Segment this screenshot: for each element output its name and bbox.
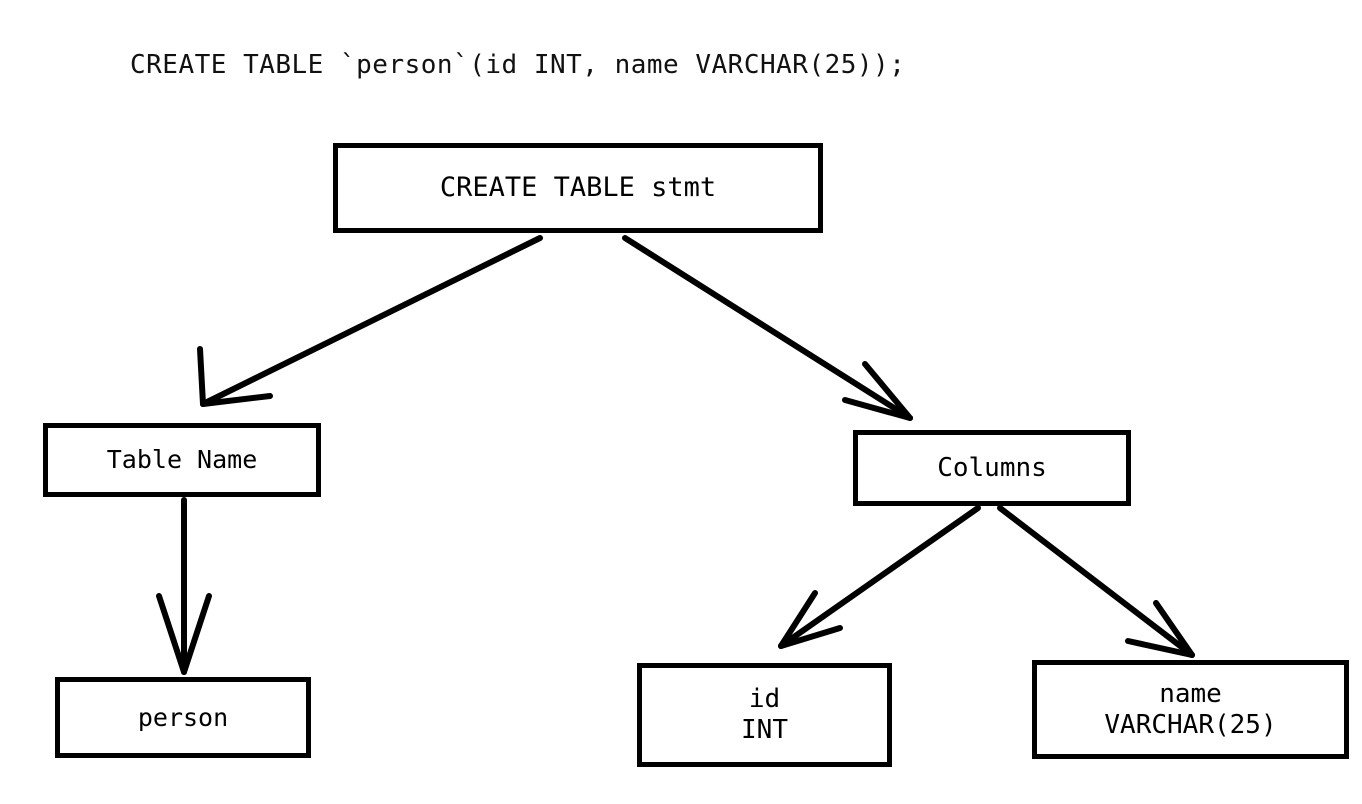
node-table-name[interactable]: Table Name (43, 423, 321, 497)
node-label: CREATE TABLE stmt (439, 172, 717, 204)
edge-root-to-columns (622, 235, 913, 421)
node-label-name: name (1159, 678, 1222, 709)
node-label: person (137, 702, 229, 732)
node-create-table-stmt[interactable]: CREATE TABLE stmt (333, 143, 823, 233)
node-columns[interactable]: Columns (853, 430, 1131, 506)
node-column-id[interactable]: id INT (637, 663, 892, 767)
sql-statement-caption: CREATE TABLE `person`(id INT, name VARCH… (130, 50, 906, 80)
edge-table-name-to-person (156, 497, 212, 675)
edge-columns-to-id (778, 505, 981, 649)
edge-columns-to-name (997, 505, 1195, 658)
node-label: Columns (937, 452, 1047, 483)
node-label: Table Name (106, 445, 258, 475)
node-column-name[interactable]: name VARCHAR(25) (1032, 660, 1349, 759)
node-person[interactable]: person (55, 677, 311, 758)
node-label-name: id (748, 684, 781, 715)
node-label-type: VARCHAR(25) (1104, 709, 1277, 740)
edge-root-to-table-name (197, 235, 543, 407)
node-label-type: INT (741, 715, 788, 745)
